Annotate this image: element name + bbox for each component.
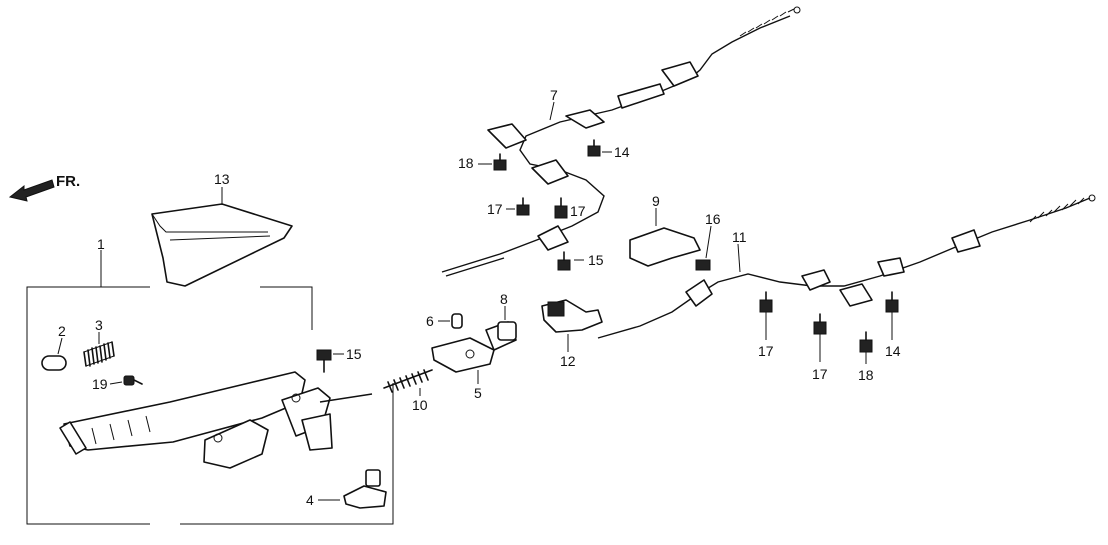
callout-3: 3 <box>95 317 103 333</box>
callout-15-cable: 15 <box>588 252 604 268</box>
callout-10: 10 <box>412 397 428 413</box>
lever-assembly-bracket <box>26 250 394 525</box>
callout-18-lower: 18 <box>858 367 874 383</box>
parking-brake-lever <box>59 371 373 469</box>
adjuster-spring <box>383 369 433 396</box>
lever-spring <box>83 332 115 367</box>
callout-15-lever: 15 <box>346 346 362 362</box>
callout-4: 4 <box>306 492 314 508</box>
callout-16: 16 <box>705 211 721 227</box>
callout-17-c: 17 <box>758 343 774 359</box>
cable-bolts <box>478 139 899 364</box>
left-rear-cable <box>441 6 801 277</box>
right-rear-cable <box>597 194 1096 339</box>
cable-guide <box>541 299 603 352</box>
callout-17-b: 17 <box>570 203 586 219</box>
front-direction-label: FR. <box>56 173 80 190</box>
callout-19: 19 <box>92 376 108 392</box>
callout-17-d: 17 <box>812 366 828 382</box>
console-cover <box>151 187 293 287</box>
callout-14-lower: 14 <box>885 343 901 359</box>
equalizer <box>431 337 495 384</box>
callout-11: 11 <box>732 229 747 245</box>
lever-bolt <box>109 375 143 386</box>
callout-13: 13 <box>214 171 230 187</box>
adjusting-nut <box>485 306 517 351</box>
callout-8: 8 <box>500 291 508 307</box>
callout-9: 9 <box>652 193 660 209</box>
lever-mount-bolt <box>316 349 344 373</box>
callout-5: 5 <box>474 385 482 401</box>
callout-labels: 1 2 3 4 5 6 7 8 9 10 11 12 13 14 14 15 1… <box>58 87 901 508</box>
callout-6: 6 <box>426 313 434 329</box>
front-direction-arrow: FR. <box>8 173 80 202</box>
callout-18-upper: 18 <box>458 155 474 171</box>
callout-14-upper: 14 <box>614 144 630 160</box>
callout-12: 12 <box>560 353 576 369</box>
brake-switch <box>318 469 387 509</box>
callout-1: 1 <box>97 236 105 252</box>
bracket-nut <box>695 225 712 271</box>
retaining-clip <box>438 313 463 329</box>
callout-2: 2 <box>58 323 66 339</box>
lever-pin <box>41 337 67 371</box>
cable-bracket <box>629 208 701 267</box>
callout-17-a: 17 <box>487 201 503 217</box>
callout-7: 7 <box>550 87 558 103</box>
